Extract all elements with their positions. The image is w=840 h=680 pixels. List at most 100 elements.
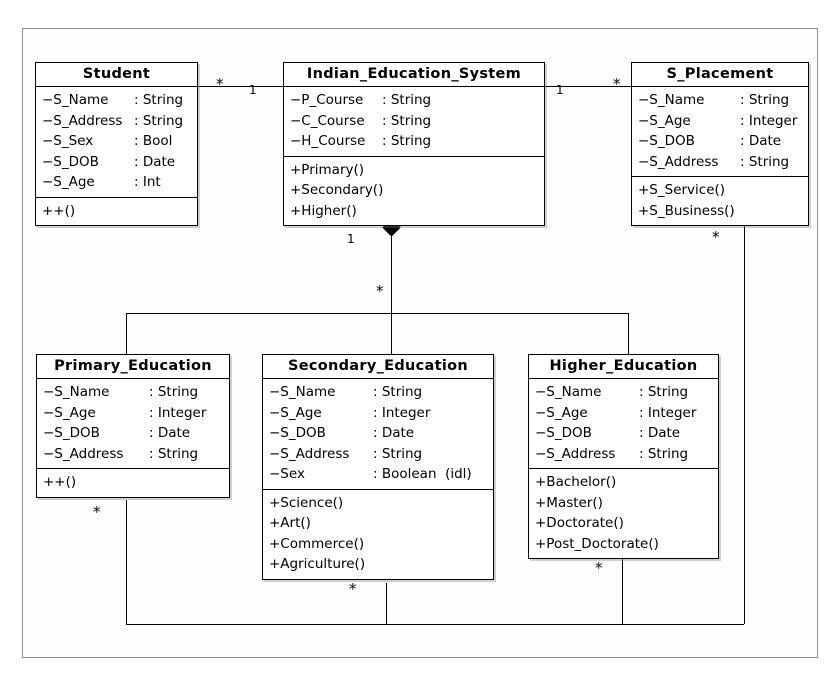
operation-row: +Science() [269,494,344,511]
attribute-name: −S_Address [43,445,124,462]
attribute-name: −S_Name [535,384,602,400]
attribute-row: −S_DOB : Date [36,152,197,173]
operation-row: +Art() [269,515,311,531]
attribute-row: −S_DOB: Date [529,423,718,444]
class-title-primary-education: Primary_Education [37,355,229,379]
attribute-type: : String [382,112,432,129]
attribute-type: : String [382,92,432,108]
attribute-type: : Boolean (idl) [373,466,472,482]
attribute-name: −S_DOB [42,153,99,170]
attribute-type: : Integer [373,404,431,421]
operation-row: ++() [42,202,76,219]
connector-higher-down [622,551,623,624]
class-attributes-secondary-education: −S_Name: String −S_Age : Integer −S_DOB : … [263,379,493,489]
attribute-type: : String [134,112,184,129]
operation-row: +Commerce() [269,535,365,552]
attribute-type: : Date [639,425,681,441]
attribute-name: −S_DOB [269,425,326,441]
multiplicity-higher-star: * [595,559,603,577]
attribute-row: −S_Address: String [632,152,808,173]
attribute-row: −S_Age: Integer [632,111,808,132]
operation-row: +Agriculture() [269,556,366,572]
multiplicity-student-star: * [216,75,224,93]
attribute-name: −S_Age [42,174,95,190]
operation-row: +Master() [535,494,603,511]
operation-row: +Primary() [290,161,365,178]
operation-row: +Doctorate() [535,515,624,531]
attribute-type: : Integer [149,404,207,421]
class-box-higher-education[interactable]: Higher_Education −S_Name: String −S_Age:… [528,354,719,559]
class-operations-higher-education: +Bachelor() +Master() +Doctorate() +Post… [529,468,718,558]
operation-row: +S_Service() [638,182,726,198]
attribute-row: −S_Address : String [37,444,229,465]
attribute-name: −Sex [269,466,305,482]
attribute-row: −S_DOB: Date [37,423,229,444]
class-box-indian-education-system[interactable]: Indian_Education_System −P_Course : Strin… [283,62,545,226]
operation-row: +S_Business() [638,202,735,219]
class-box-student[interactable]: Student −S_Name: String −S_Address: Stri… [35,62,198,226]
attribute-type: : Date [134,153,176,170]
operation-row: +Post_Doctorate() [535,535,659,552]
attribute-name: −S_Name [269,384,336,400]
attribute-type: : Date [149,425,191,441]
multiplicity-primary-star: * [93,503,101,521]
attribute-row: −S_Address: String [263,444,493,465]
class-box-s-placement[interactable]: S_Placement −S_Name : String −S_Age: Inte… [631,62,809,226]
operation-row: +Higher() [290,202,357,219]
attribute-row: −S_Name: String [263,382,493,403]
attribute-row: −C_Course : String [284,111,544,132]
class-operations-primary-education: ++() [37,468,229,497]
attribute-row: −S_Age : Integer [263,403,493,424]
class-attributes-s-placement: −S_Name : String −S_Age: Integer −S_DOB: … [632,87,808,176]
class-operations-student: ++() [36,196,197,226]
attribute-row: −S_Address : String [36,111,197,132]
multiplicity-placement-down-star: * [712,228,720,246]
attribute-row: −S_Name: String [36,90,197,111]
connector-secondary-down [386,583,387,624]
class-attributes-primary-education: −S_Name : String −S_Age: Integer −S_DOB: … [37,379,229,468]
attribute-type: : Date [373,425,415,441]
connector-ies-placement [545,86,631,87]
attribute-row: −S_Age: Integer [37,403,229,424]
class-title-secondary-education: Secondary_Education [263,355,493,379]
attribute-type: : Integer [639,404,697,421]
connector-student-ies [197,86,283,87]
connector-bottom-bus [126,624,744,625]
class-box-secondary-education[interactable]: Secondary_Education −S_Name: String −S_A… [262,354,494,580]
attribute-row: −S_Name : String [37,382,229,403]
attribute-type: : String [639,384,689,400]
connector-tree-branch-secondary [391,313,392,354]
attribute-type: : String [740,153,790,170]
attribute-name: −S_Address [42,112,123,129]
attribute-name: −S_Age [535,404,588,421]
attribute-row: −S_DOB: Date [632,131,808,152]
class-title-indian-education-system: Indian_Education_System [284,63,544,87]
multiplicity-child-star: * [376,282,384,300]
attribute-type: : Date [740,133,782,149]
connector-tree-branch-primary [126,313,127,354]
multiplicity-aggregation-one: 1 [347,232,355,246]
attribute-name: −H_Course [290,133,366,149]
attribute-name: −S_Age [269,404,322,421]
class-attributes-indian-education-system: −P_Course : String −C_Course : String −H_C… [284,87,544,156]
attribute-name: −S_Name [43,384,110,400]
attribute-name: −P_Course [290,92,364,108]
multiplicity-ies-right-one: 1 [556,83,564,97]
attribute-row: −P_Course : String [284,90,544,111]
attribute-name: −C_Course [290,112,365,129]
attribute-name: −S_Sex [42,133,94,149]
attribute-type: : String [382,133,432,149]
connector-ies-tree-stem [391,233,392,313]
attribute-type: : String [149,445,199,462]
class-box-primary-education[interactable]: Primary_Education −S_Name : String −S_Age… [36,354,230,498]
attribute-name: −S_Address [535,445,616,462]
attribute-name: −S_Name [638,92,705,108]
connector-tree-branch-higher [628,313,629,354]
attribute-row: −Sex : Boolean (idl) [263,464,493,485]
connector-primary-down [126,500,127,624]
attribute-type: : String [149,384,199,400]
multiplicity-secondary-star: * [349,580,357,598]
class-title-s-placement: S_Placement [632,63,808,87]
operation-row: ++() [43,474,77,490]
